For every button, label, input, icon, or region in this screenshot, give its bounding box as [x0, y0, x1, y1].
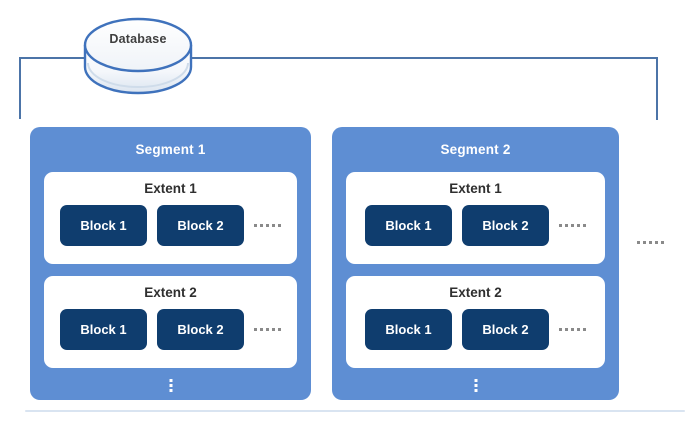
segment-2-extent-1: Extent 1 Block 1 Block 2	[346, 172, 605, 264]
more-blocks-ellipsis-icon	[559, 328, 586, 331]
more-extents-ellipsis-icon	[169, 379, 172, 392]
database-cylinder-icon	[83, 17, 193, 95]
segment-2-extent-2: Extent 2 Block 1 Block 2	[346, 276, 605, 368]
extent-title: Extent 2	[144, 285, 197, 300]
block: Block 2	[462, 309, 549, 350]
segment-2: Segment 2 Extent 1 Block 1 Block 2 Exten…	[332, 127, 619, 400]
extent-title: Extent 1	[144, 181, 197, 196]
block-row: Block 1 Block 2	[346, 205, 605, 246]
connector-left-vertical-line	[19, 57, 21, 119]
block-row: Block 1 Block 2	[346, 309, 605, 350]
database-label: Database	[109, 32, 167, 46]
segment-1-title: Segment 1	[135, 142, 206, 157]
block: Block 2	[157, 309, 244, 350]
bottom-shadow-line	[25, 410, 685, 412]
more-blocks-ellipsis-icon	[559, 224, 586, 227]
block: Block 2	[157, 205, 244, 246]
block: Block 2	[462, 205, 549, 246]
more-blocks-ellipsis-icon	[254, 224, 281, 227]
block: Block 1	[60, 205, 147, 246]
connector-right-vertical-line	[656, 57, 658, 120]
more-blocks-ellipsis-icon	[254, 328, 281, 331]
block: Block 1	[365, 205, 452, 246]
extent-title: Extent 2	[449, 285, 502, 300]
segment-2-title: Segment 2	[440, 142, 511, 157]
more-extents-ellipsis-icon	[474, 379, 477, 392]
more-segments-ellipsis-icon	[637, 241, 664, 244]
block-row: Block 1 Block 2	[44, 205, 297, 246]
extent-title: Extent 1	[449, 181, 502, 196]
segment-1-extent-1: Extent 1 Block 1 Block 2	[44, 172, 297, 264]
block-row: Block 1 Block 2	[44, 309, 297, 350]
block: Block 1	[365, 309, 452, 350]
connector-horizontal-line	[19, 57, 658, 59]
segment-1-extent-2: Extent 2 Block 1 Block 2	[44, 276, 297, 368]
block: Block 1	[60, 309, 147, 350]
segment-1: Segment 1 Extent 1 Block 1 Block 2 Exten…	[30, 127, 311, 400]
